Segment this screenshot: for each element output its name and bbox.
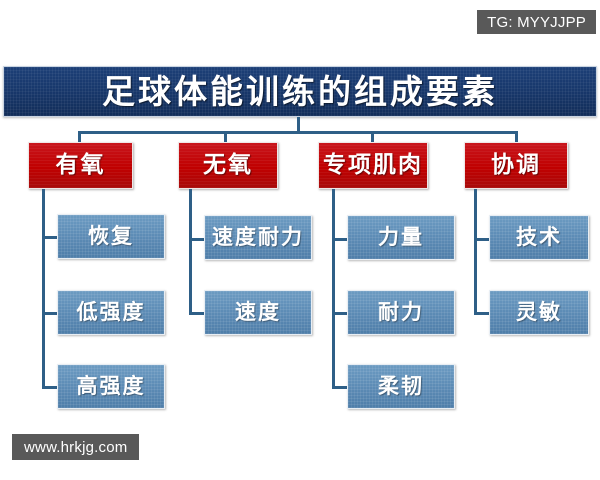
- leaf-node-3-1[interactable]: 灵敏: [489, 290, 589, 335]
- leaf-node-2-1-label: 耐力: [378, 300, 424, 324]
- leaf-node-0-0[interactable]: 恢复: [57, 214, 165, 259]
- connector-root-bus: [78, 131, 518, 134]
- connector-stub-0-2: [42, 386, 58, 389]
- leaf-node-2-0-label: 力量: [378, 225, 424, 249]
- leaf-node-2-1[interactable]: 耐力: [347, 290, 455, 335]
- branch-node-3[interactable]: 协调: [464, 142, 568, 189]
- branch-node-0[interactable]: 有氧: [28, 142, 133, 189]
- page-title: 足球体能训练的组成要素: [102, 72, 498, 111]
- connector-stub-1-1: [189, 312, 205, 315]
- connector-drop-branch-3: [515, 131, 518, 142]
- leaf-node-1-0[interactable]: 速度耐力: [204, 215, 312, 260]
- leaf-node-2-0[interactable]: 力量: [347, 215, 455, 260]
- branch-node-0-label: 有氧: [55, 152, 106, 178]
- diagram-title-bar: 足球体能训练的组成要素: [3, 66, 597, 117]
- leaf-node-3-0-label: 技术: [516, 225, 562, 249]
- watermark-top-right: TG: MYYJJPP: [477, 10, 596, 34]
- connector-stub-1-0: [189, 238, 205, 241]
- connector-root-stem: [297, 117, 300, 133]
- leaf-node-0-0-label: 恢复: [88, 224, 134, 248]
- connector-stub-3-0: [474, 238, 490, 241]
- leaf-node-3-0[interactable]: 技术: [489, 215, 589, 260]
- leaf-node-3-1-label: 灵敏: [516, 300, 562, 324]
- watermark-bottom-left: www.hrkjg.com: [12, 434, 140, 460]
- leaf-node-2-2-label: 柔韧: [378, 374, 424, 398]
- leaf-node-0-1-label: 低强度: [76, 300, 146, 324]
- connector-spine-branch-2: [332, 189, 335, 389]
- connector-drop-branch-2: [371, 131, 374, 142]
- leaf-node-1-1-label: 速度: [235, 300, 281, 324]
- leaf-node-0-2-label: 高强度: [76, 374, 146, 398]
- branch-node-1[interactable]: 无氧: [178, 142, 278, 189]
- connector-drop-branch-1: [224, 131, 227, 142]
- leaf-node-2-2[interactable]: 柔韧: [347, 364, 455, 409]
- connector-stub-2-2: [332, 386, 348, 389]
- connector-spine-branch-3: [474, 189, 477, 315]
- leaf-node-1-0-label: 速度耐力: [212, 225, 304, 249]
- connector-stub-3-1: [474, 312, 490, 315]
- leaf-node-0-2[interactable]: 高强度: [57, 364, 165, 409]
- connector-stub-0-1: [42, 312, 58, 315]
- branch-node-2-label: 专项肌肉: [323, 152, 423, 178]
- branch-node-1-label: 无氧: [203, 152, 253, 178]
- connector-spine-branch-1: [189, 189, 192, 315]
- branch-node-3-label: 协调: [491, 152, 541, 178]
- connector-drop-branch-0: [78, 131, 81, 142]
- connector-stub-0-0: [42, 236, 58, 239]
- branch-node-2[interactable]: 专项肌肉: [318, 142, 428, 189]
- leaf-node-0-1[interactable]: 低强度: [57, 290, 165, 335]
- leaf-node-1-1[interactable]: 速度: [204, 290, 312, 335]
- connector-stub-2-1: [332, 312, 348, 315]
- connector-stub-2-0: [332, 238, 348, 241]
- connector-spine-branch-0: [42, 189, 45, 389]
